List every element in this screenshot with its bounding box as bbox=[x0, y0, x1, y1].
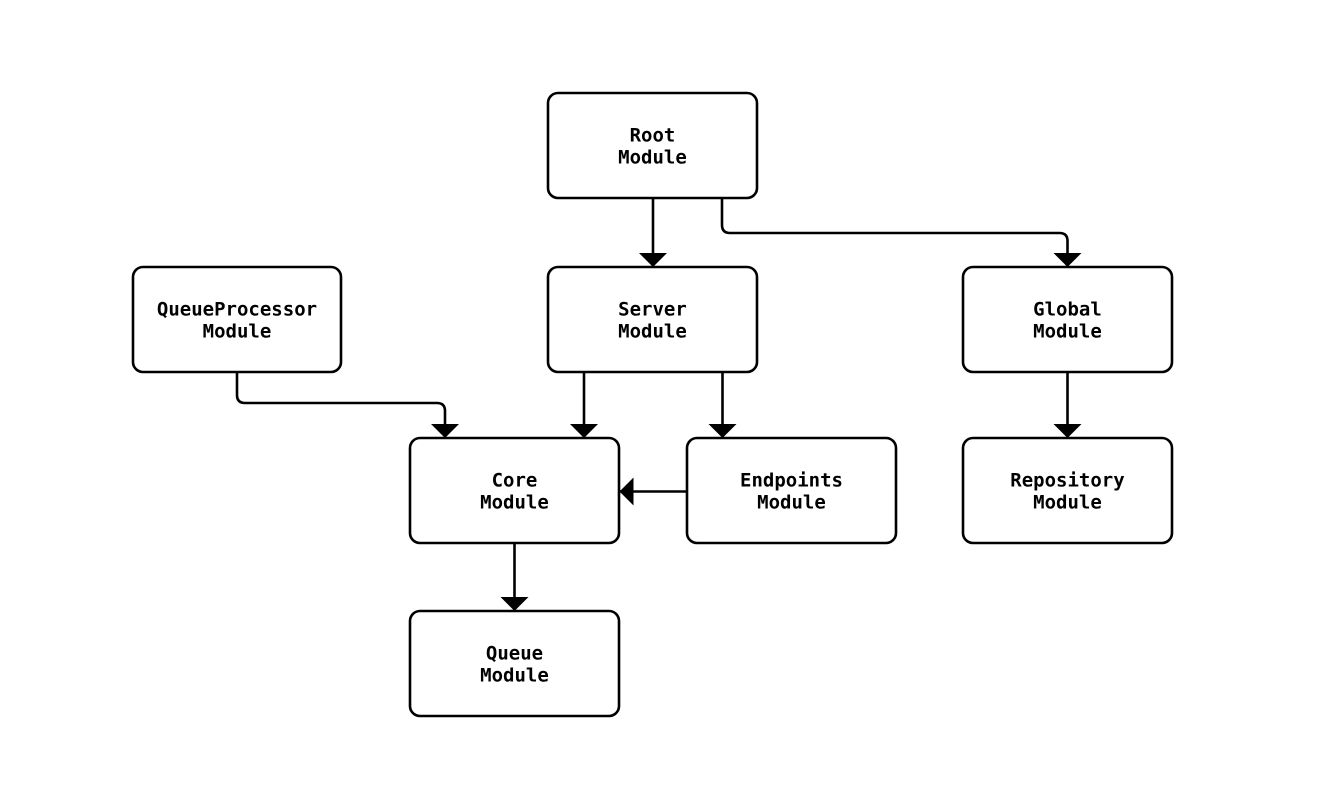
node-core-box bbox=[408, 436, 621, 545]
node-global-box bbox=[961, 265, 1174, 374]
node-repository-box bbox=[961, 436, 1174, 545]
edge-root-to-global bbox=[720, 198, 1082, 267]
edge-queueprocessor-to-core bbox=[235, 372, 459, 438]
node-queue-box bbox=[408, 609, 621, 718]
node-server-box bbox=[546, 265, 759, 374]
edges-layer bbox=[235, 198, 1082, 611]
node-queueprocessor-box bbox=[131, 265, 343, 374]
node-root-box bbox=[546, 91, 759, 200]
node-endpoints-box bbox=[685, 436, 898, 545]
